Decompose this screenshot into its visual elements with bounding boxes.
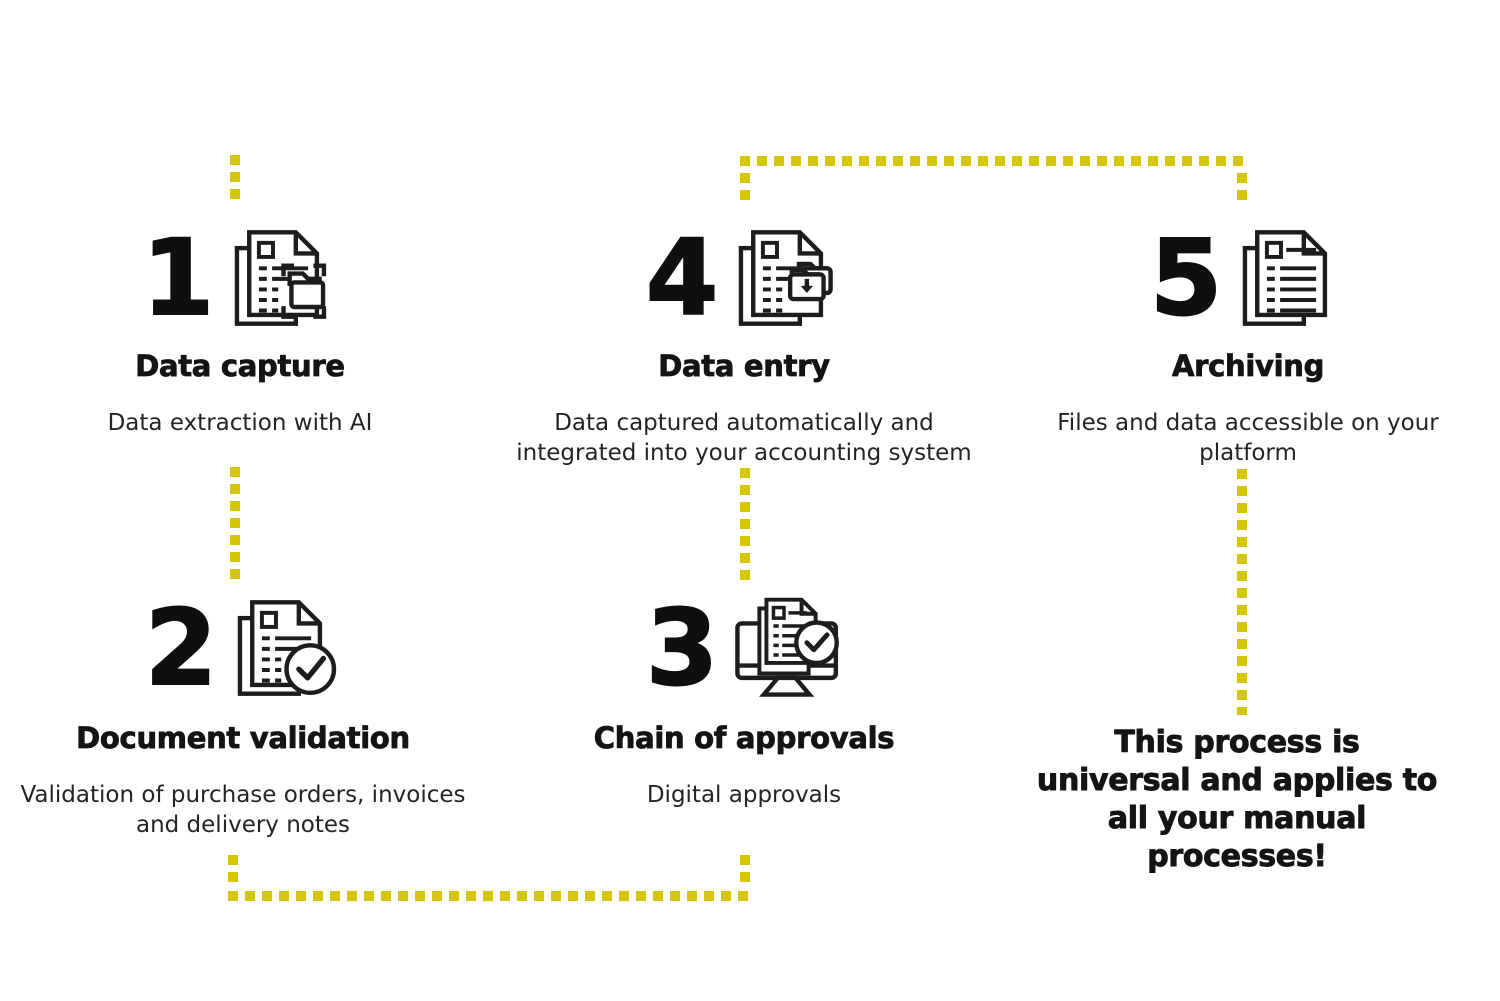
step-4-icon-row: 4 xyxy=(484,222,1004,334)
dotted-connector-step2-down xyxy=(228,855,238,882)
step-description: Data extraction with AI xyxy=(0,408,500,438)
step-description-line: Data extraction with AI xyxy=(107,410,373,437)
step-number: 2 xyxy=(144,587,218,709)
step-title: Data capture xyxy=(135,349,346,384)
step-description-line: platform xyxy=(1199,440,1297,467)
document-check-icon xyxy=(237,600,337,696)
dotted-connector-step5-down xyxy=(1237,173,1247,200)
step-number: 1 xyxy=(141,217,215,339)
step-description: Data captured automatically and integrat… xyxy=(484,408,1004,468)
dotted-connector-into-step1 xyxy=(230,155,240,199)
dotted-connector-step2-to-step3-bottom xyxy=(228,891,752,901)
closing-note-line: all your manual xyxy=(1107,801,1367,837)
step-description: Files and data accessible on your platfo… xyxy=(988,408,1500,468)
dotted-connector-step4-to-step5-top xyxy=(740,156,1247,166)
dotted-connector-step4-up xyxy=(740,173,750,200)
archive-documents-icon xyxy=(1242,230,1328,326)
step-title: Archiving xyxy=(1171,349,1325,384)
closing-note-line: processes! xyxy=(1147,839,1328,875)
closing-note-line: universal and applies to xyxy=(1036,763,1438,799)
step-3-icon-row: 3 xyxy=(484,592,1004,704)
step-description-line: Data captured automatically and xyxy=(554,410,934,437)
step-description-line: and delivery notes xyxy=(135,812,351,839)
dotted-connector-step3-up xyxy=(740,855,750,882)
dotted-connector-step5-to-note xyxy=(1237,469,1247,715)
step-title: Document validation xyxy=(76,721,411,756)
step-description-line: Validation of purchase orders, invoices xyxy=(20,782,466,809)
step-5-icon-row: 5 xyxy=(988,222,1500,334)
step-description: Digital approvals xyxy=(484,780,1004,810)
step-number: 5 xyxy=(1149,217,1223,339)
closing-note-line: This process is xyxy=(1114,725,1360,761)
step-title: Data entry xyxy=(658,349,831,384)
step-5: 5 Archiving Files and data accessible on… xyxy=(988,222,1500,468)
dotted-connector-step1-to-step2 xyxy=(230,467,240,585)
dotted-connector-step3-to-step4 xyxy=(740,468,750,586)
step-3: 3 Chain of approvals xyxy=(484,592,1004,810)
closing-note: This process is universal and applies to… xyxy=(977,724,1497,876)
step-1: 1 Data capture Data extraction with AI xyxy=(0,222,500,438)
step-description-line: Files and data accessible on your xyxy=(1057,410,1439,437)
step-1-icon-row: 1 xyxy=(0,222,500,334)
step-4: 4 Data entry Data captured xyxy=(484,222,1004,468)
document-folder-download-icon xyxy=(738,230,833,326)
step-number: 3 xyxy=(645,587,719,709)
step-2-icon-row: 2 xyxy=(0,592,503,704)
step-description-line: integrated into your accounting system xyxy=(516,440,972,467)
monitor-document-check-icon xyxy=(735,597,840,697)
step-description: Validation of purchase orders, invoices … xyxy=(0,780,503,840)
step-description-line: Digital approvals xyxy=(646,782,842,809)
document-scan-capture-icon xyxy=(234,230,327,326)
step-title: Chain of approvals xyxy=(593,721,895,756)
step-number: 4 xyxy=(645,217,719,339)
step-2: 2 Document validation Validation of purc… xyxy=(0,592,503,840)
